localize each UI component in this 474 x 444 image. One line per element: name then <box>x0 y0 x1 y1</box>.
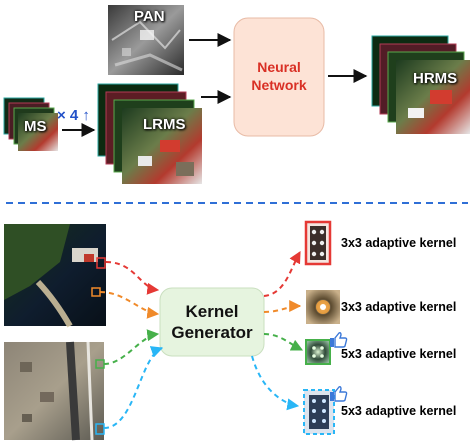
neural-network-label-line2: Network <box>251 77 307 93</box>
coastal-orange-to-generator-arrow <box>99 291 160 319</box>
ms-image-stack <box>3 97 58 151</box>
kernel-3-visual <box>305 339 331 365</box>
kernel-1-visual <box>304 220 332 266</box>
kernel-generator-box <box>159 287 265 357</box>
kernel-generator-label: Kernel Generator <box>160 301 264 343</box>
kernel-4-visual <box>303 389 335 435</box>
kernel-1-label: 3x3 adaptive kernel <box>341 236 457 250</box>
ms-label: MS <box>24 118 47 135</box>
kernel-4-label: 5x3 adaptive kernel <box>341 404 457 418</box>
pan-image <box>108 5 184 75</box>
town-satellite-image <box>4 341 105 441</box>
thumbs-up-icon <box>330 332 348 348</box>
kernel-generator-label-line2: Generator <box>171 323 253 342</box>
thumbs-up-icon <box>330 386 348 402</box>
generator-to-kernel-2-arrow <box>263 300 302 313</box>
hrms-image-stack <box>371 35 470 134</box>
upsample-label: × 4 ↑ <box>57 107 90 124</box>
kernel-2-visual <box>306 290 340 324</box>
generator-to-kernel-4-arrow <box>251 355 300 411</box>
generator-to-kernel-3-arrow <box>263 333 304 351</box>
lrms-label: LRMS <box>143 116 186 133</box>
kernel-3-label: 5x3 adaptive kernel <box>341 347 457 361</box>
kernel-2-label: 3x3 adaptive kernel <box>341 300 457 314</box>
hrms-label: HRMS <box>413 70 458 87</box>
lrms-image-stack <box>97 83 202 184</box>
coastal-red-to-generator-arrow <box>105 261 160 295</box>
neural-network-label-line1: Neural <box>257 59 301 75</box>
generator-to-kernel-1-arrow <box>263 250 301 297</box>
pan-label: PAN <box>134 8 165 25</box>
coastal-satellite-image <box>4 224 106 328</box>
kernel-generator-label-line1: Kernel <box>185 302 239 321</box>
neural-network-label: Neural Network <box>234 58 324 94</box>
neural-network-box <box>233 17 325 137</box>
town-blue-to-generator-arrow <box>103 346 164 429</box>
town-green-to-generator-arrow <box>103 329 160 365</box>
